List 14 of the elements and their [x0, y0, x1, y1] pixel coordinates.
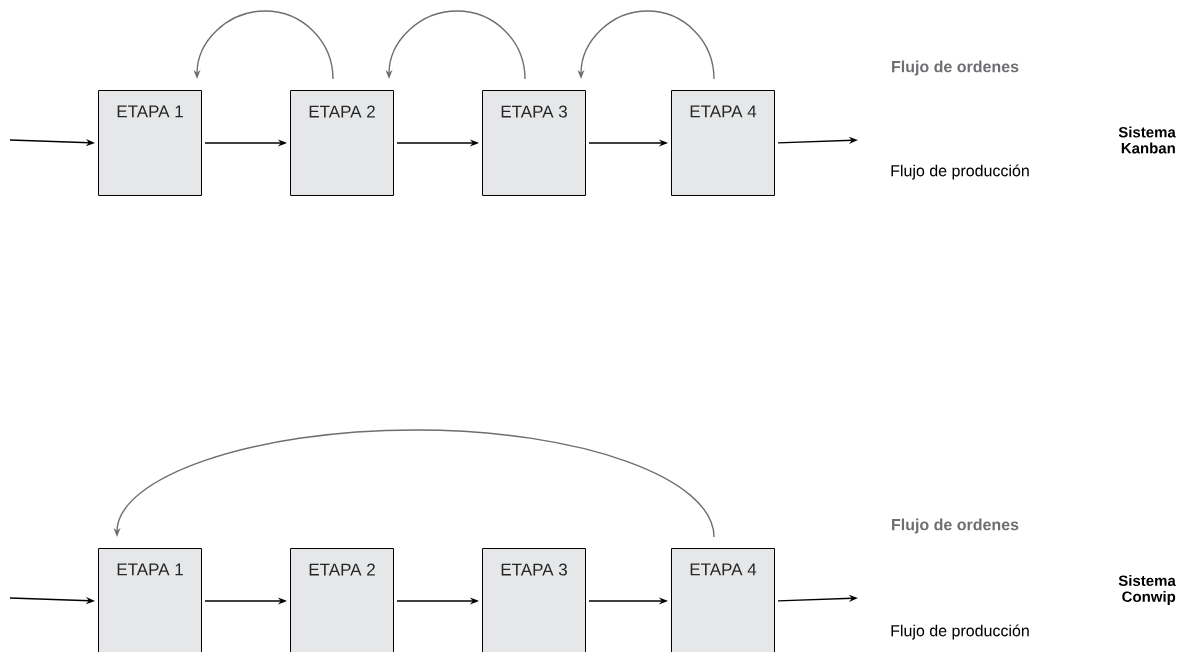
flow-label: Flujo de producción: [891, 164, 1029, 180]
system-title: Sistema Kanban: [1118, 126, 1176, 154]
stage-box: ETAPA 4: [671, 90, 775, 196]
stage-box: ETAPA 3: [482, 548, 586, 652]
stage-box: ETAPA 3: [482, 90, 586, 196]
stage-box: ETAPA 2: [290, 90, 394, 196]
stage-box: ETAPA 1: [98, 548, 202, 652]
system-title: Sistema Conwip: [1118, 575, 1176, 605]
stage-box: ETAPA 1: [98, 90, 202, 196]
stage-box: ETAPA 2: [290, 548, 394, 652]
stage-box: ETAPA 4: [671, 548, 775, 652]
flow-label: Flujo de producción: [891, 624, 1029, 640]
flow-label: Flujo de ordenes: [892, 60, 1019, 76]
flow-label: Flujo de ordenes: [892, 518, 1019, 534]
